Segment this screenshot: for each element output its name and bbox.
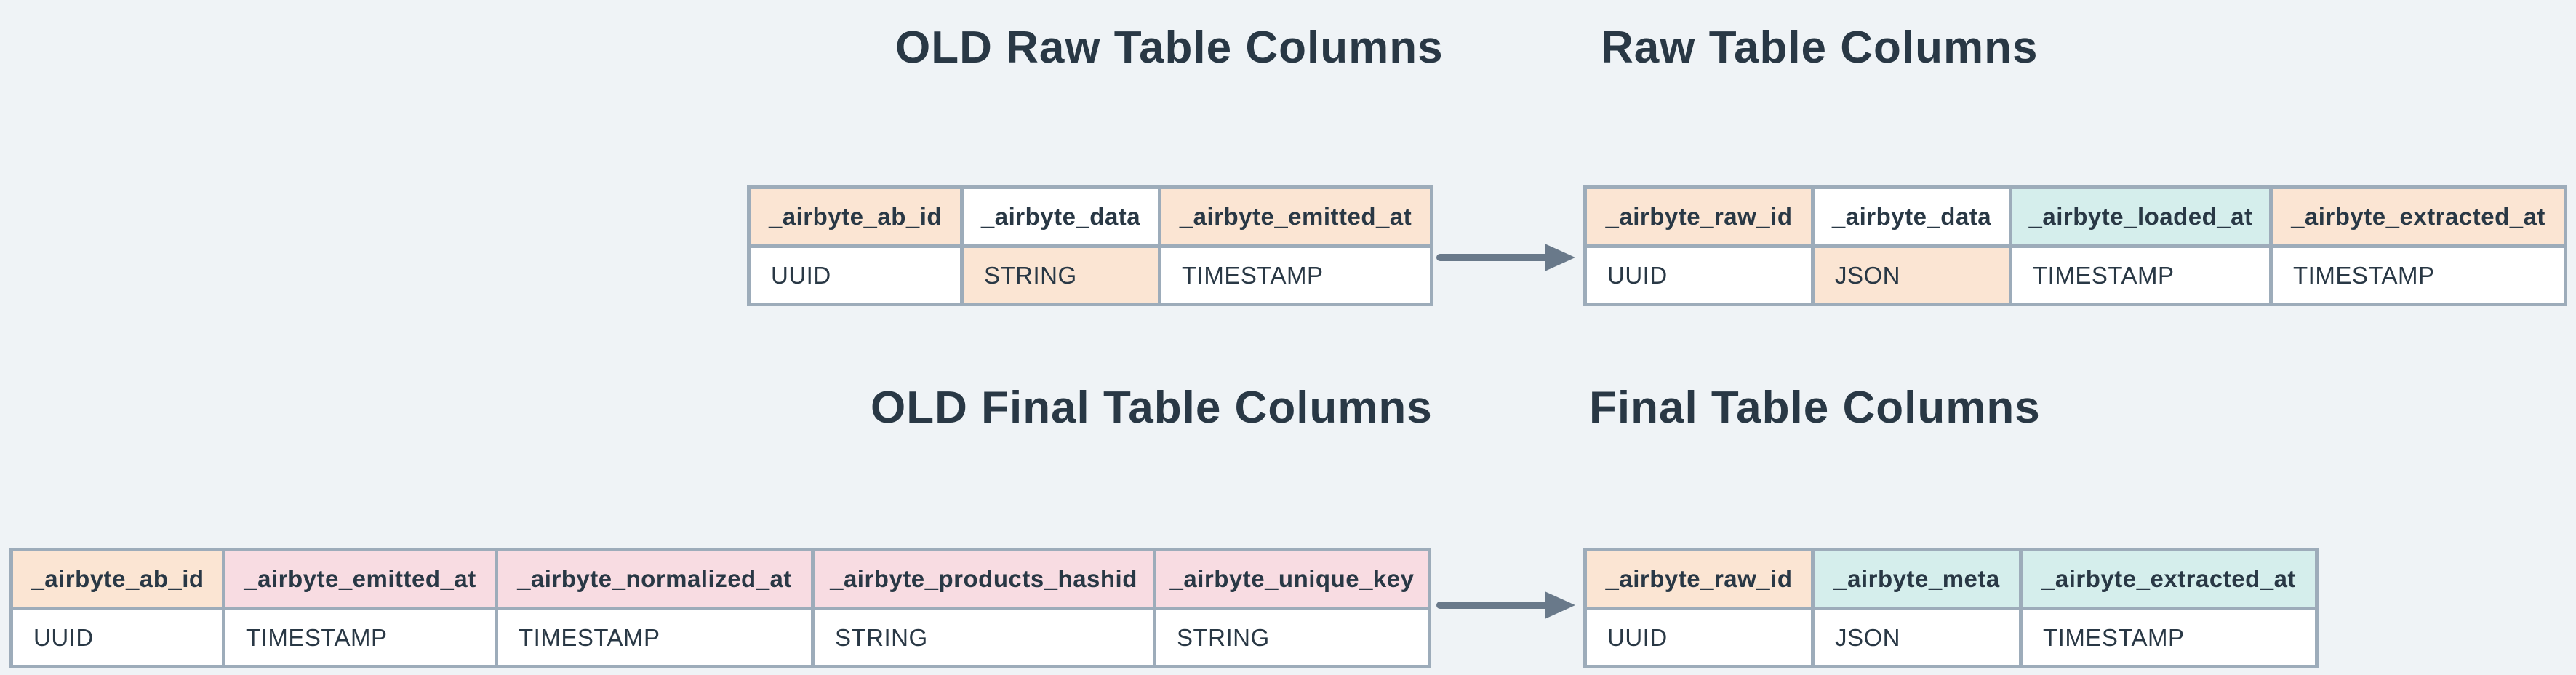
column-header-cell: _airbyte_extracted_at (2269, 185, 2567, 248)
column-header-cell: _airbyte_emitted_at (222, 548, 498, 610)
column-type-cell: STRING (1153, 607, 1431, 668)
type-row: UUID JSON TIMESTAMP TIMESTAMP (1583, 244, 2567, 306)
column-type-cell: UUID (1583, 244, 1815, 306)
column-type-cell: STRING (811, 607, 1156, 668)
old-final-table-title: OLD Final Table Columns (871, 383, 1433, 433)
column-type-cell: UUID (747, 244, 964, 306)
column-header-cell: _airbyte_ab_id (9, 548, 225, 610)
column-type-cell: TIMESTAMP (2269, 244, 2567, 306)
column-header-cell: _airbyte_data (1811, 185, 2012, 248)
column-type-cell: TIMESTAMP (222, 607, 498, 668)
final-table-title: Final Table Columns (1589, 383, 2041, 433)
column-type-cell: UUID (1583, 607, 1815, 668)
column-header-cell: _airbyte_raw_id (1583, 548, 1815, 610)
header-row: _airbyte_ab_id _airbyte_emitted_at _airb… (9, 548, 1431, 610)
type-row: UUID TIMESTAMP TIMESTAMP STRING STRING (9, 607, 1431, 668)
old-raw-table: _airbyte_ab_id _airbyte_data _airbyte_em… (747, 185, 1433, 306)
type-row: UUID STRING TIMESTAMP (747, 244, 1433, 306)
header-row: _airbyte_raw_id _airbyte_data _airbyte_l… (1583, 185, 2567, 248)
column-type-cell: UUID (9, 607, 225, 668)
column-header-cell: _airbyte_products_hashid (811, 548, 1156, 610)
header-row: _airbyte_raw_id _airbyte_meta _airbyte_e… (1583, 548, 2319, 610)
column-header-cell: _airbyte_data (960, 185, 1161, 248)
type-row: UUID JSON TIMESTAMP (1583, 607, 2319, 668)
raw-table: _airbyte_raw_id _airbyte_data _airbyte_l… (1583, 185, 2567, 306)
column-header-cell: _airbyte_raw_id (1583, 185, 1815, 248)
column-type-cell: TIMESTAMP (495, 607, 815, 668)
column-header-cell: _airbyte_normalized_at (495, 548, 815, 610)
column-type-cell: TIMESTAMP (2009, 244, 2273, 306)
column-header-cell: _airbyte_loaded_at (2009, 185, 2273, 248)
column-type-cell: STRING (960, 244, 1161, 306)
final-table: _airbyte_raw_id _airbyte_meta _airbyte_e… (1583, 548, 2319, 668)
header-row: _airbyte_ab_id _airbyte_data _airbyte_em… (747, 185, 1433, 248)
column-type-cell: TIMESTAMP (1158, 244, 1433, 306)
raw-table-title: Raw Table Columns (1601, 23, 2039, 73)
column-header-cell: _airbyte_extracted_at (2019, 548, 2319, 610)
right-arrow-icon (1436, 244, 1575, 271)
column-type-cell: JSON (1811, 244, 2012, 306)
column-header-cell: _airbyte_ab_id (747, 185, 964, 248)
right-arrow-icon (1436, 591, 1575, 619)
old-raw-table-title: OLD Raw Table Columns (895, 23, 1444, 73)
column-header-cell: _airbyte_meta (1811, 548, 2023, 610)
column-type-cell: JSON (1811, 607, 2023, 668)
old-final-table: _airbyte_ab_id _airbyte_emitted_at _airb… (9, 548, 1431, 668)
column-header-cell: _airbyte_unique_key (1153, 548, 1431, 610)
column-header-cell: _airbyte_emitted_at (1158, 185, 1433, 248)
column-type-cell: TIMESTAMP (2019, 607, 2319, 668)
